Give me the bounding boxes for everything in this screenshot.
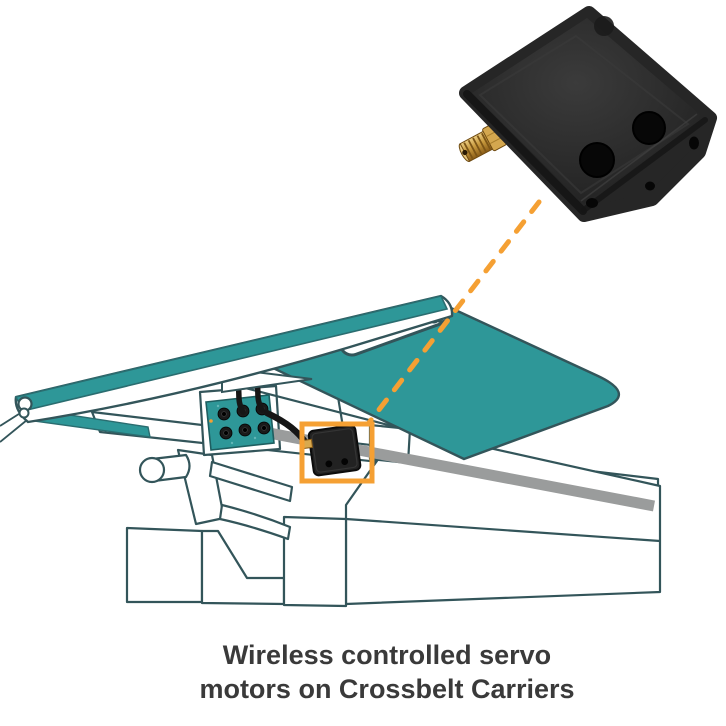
connector-plate bbox=[205, 394, 275, 451]
plate-sockets bbox=[217, 402, 271, 440]
rim-hole bbox=[586, 198, 598, 208]
caption-line-1: Wireless controlled servo bbox=[222, 640, 552, 670]
callout-dashed-line bbox=[365, 199, 542, 427]
rim-hole bbox=[689, 136, 699, 150]
highlight-box bbox=[299, 421, 375, 484]
plate-led bbox=[209, 419, 213, 423]
crossbelt bbox=[14, 294, 454, 438]
caption: Wireless controlled servo motors on Cros… bbox=[24, 638, 726, 706]
mounting-hole bbox=[579, 142, 615, 178]
rim-hole bbox=[645, 181, 655, 191]
servo-module bbox=[301, 424, 362, 477]
antenna-connector bbox=[458, 122, 507, 162]
mounting-hole bbox=[632, 111, 666, 145]
carrier-frame bbox=[0, 382, 662, 608]
device-photo bbox=[458, 6, 717, 222]
caption-line-2: motors on Crossbelt Carriers bbox=[199, 674, 575, 704]
